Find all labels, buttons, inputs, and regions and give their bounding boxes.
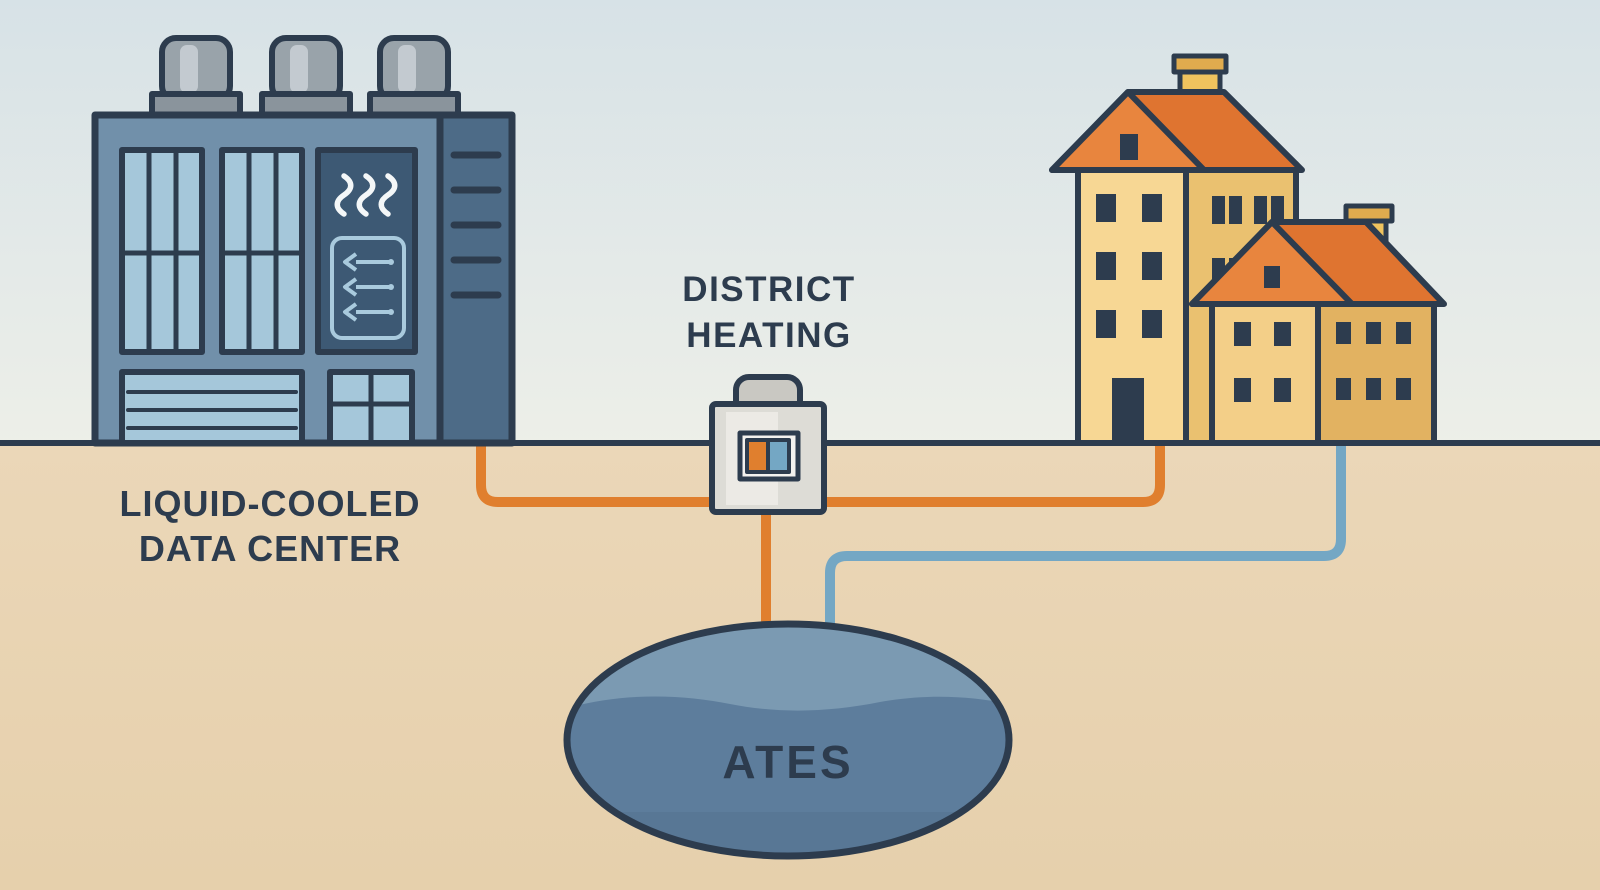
window [1096, 252, 1116, 280]
window [1366, 378, 1381, 400]
door [1112, 378, 1144, 443]
window [1142, 310, 1162, 338]
window [1271, 196, 1284, 224]
window [1336, 378, 1351, 400]
ates-label: ATES [722, 736, 853, 788]
hot-indicator [745, 438, 770, 474]
substation [709, 374, 827, 515]
window [219, 147, 305, 355]
house-front-wall [1209, 295, 1321, 446]
building-side-tower [436, 111, 516, 447]
front-windows [1096, 194, 1162, 338]
heat-waves-icon [334, 173, 398, 217]
roof-vent [367, 35, 461, 119]
data-center-label: LIQUID-COOLED DATA CENTER [120, 483, 421, 569]
roof-vent [259, 35, 353, 119]
district-heating-label-line2: HEATING [686, 316, 851, 355]
window [1234, 378, 1251, 402]
window [1142, 194, 1162, 222]
cold-pipe-loop [825, 440, 1346, 626]
roof-gable [1189, 219, 1355, 307]
window [1229, 196, 1242, 224]
substation-display [737, 430, 801, 482]
window [1366, 322, 1381, 344]
data-center-label-line1: LIQUID-COOLED [120, 483, 421, 524]
window [1096, 310, 1116, 338]
district-heating-label-line1: DISTRICT [682, 270, 855, 309]
garage-door [119, 369, 305, 446]
cold-indicator [766, 438, 791, 474]
window [1212, 196, 1225, 224]
server-rack-icon [330, 236, 406, 340]
window [1396, 322, 1411, 344]
heat-exhaust-panel [315, 147, 418, 355]
data-center-label-line2: DATA CENTER [139, 528, 401, 569]
district-heating-label: DISTRICT HEATING [682, 270, 855, 355]
window [1254, 196, 1267, 224]
window [1396, 378, 1411, 400]
lobby-window [327, 369, 415, 446]
window [1234, 322, 1251, 346]
house-side-wall [1315, 295, 1437, 446]
side-tower-vent-slats [450, 151, 502, 299]
window [119, 147, 205, 355]
aquifer-outline [563, 620, 1013, 860]
roof-gable [1049, 89, 1207, 173]
window [1336, 322, 1351, 344]
window [1120, 134, 1138, 160]
window [1142, 252, 1162, 280]
front-windows [1234, 322, 1291, 402]
house-small [1189, 203, 1447, 446]
window [1274, 322, 1291, 346]
window [1096, 194, 1116, 222]
window [1264, 266, 1280, 288]
data-center-building [91, 35, 516, 447]
roof-vent [149, 35, 243, 119]
window [1274, 378, 1291, 402]
side-windows [1336, 322, 1411, 400]
